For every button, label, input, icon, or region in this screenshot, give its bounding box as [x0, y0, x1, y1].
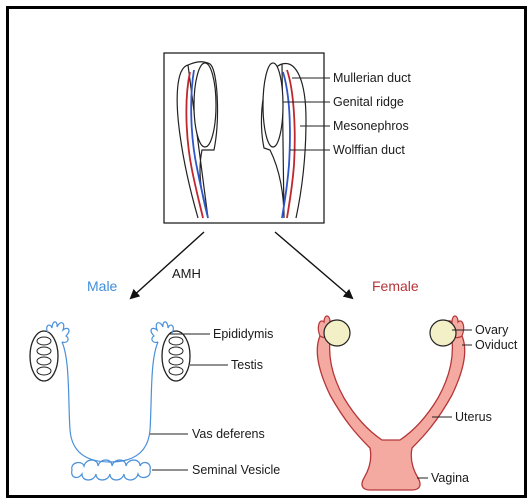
left-embryonic-tract — [177, 62, 217, 218]
left-ovary — [324, 320, 350, 346]
label-vagina: Vagina — [431, 471, 469, 485]
label-ovary: Ovary — [475, 323, 508, 337]
uterus-body — [317, 333, 465, 490]
right-embryonic-tract — [261, 63, 306, 218]
label-vas-deferens: Vas deferens — [192, 427, 265, 441]
label-testis: Testis — [231, 358, 263, 372]
right-genital-ridge — [263, 63, 283, 147]
label-amh: AMH — [172, 267, 201, 281]
heading-male: Male — [87, 278, 117, 294]
label-mesonephros: Mesonephros — [333, 119, 409, 133]
heading-female: Female — [372, 278, 419, 294]
label-wolffian-duct: Wolffian duct — [333, 143, 405, 157]
label-epididymis: Epididymis — [213, 327, 273, 341]
arrow-to-male — [131, 232, 204, 298]
arrow-to-female — [275, 232, 352, 298]
label-seminal-vesicle: Seminal Vesicle — [192, 463, 280, 477]
vas-deferens — [62, 342, 158, 462]
right-ovary — [430, 320, 456, 346]
label-uterus: Uterus — [455, 410, 492, 424]
male-tract — [30, 322, 190, 480]
right-testis — [162, 331, 190, 381]
label-oviduct: Oviduct — [475, 338, 517, 352]
female-tract — [317, 316, 465, 490]
left-genital-ridge — [194, 63, 216, 147]
label-genital-ridge: Genital ridge — [333, 95, 404, 109]
seminal-vesicle — [72, 460, 151, 480]
label-mullerian-duct: Mullerian duct — [333, 71, 411, 85]
left-testis — [30, 331, 58, 381]
